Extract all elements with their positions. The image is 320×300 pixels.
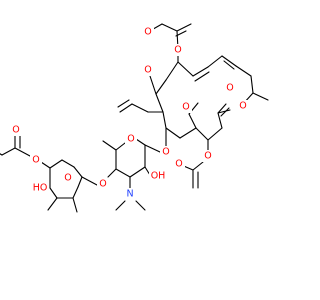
bond [217, 103, 227, 114]
sugar-1-hydroxy: OH [151, 171, 166, 182]
bond [220, 107, 230, 117]
bond [102, 140, 117, 151]
bond [49, 187, 58, 199]
glycosidic-oxygen-2: O [99, 179, 106, 190]
bond [195, 127, 209, 141]
bond [161, 23, 178, 32]
bond [252, 92, 269, 101]
bond [155, 79, 167, 95]
bond [81, 176, 98, 186]
bond [207, 55, 223, 68]
bond [107, 168, 117, 178]
label-backgrounds [10, 26, 249, 200]
bond [77, 176, 83, 188]
structure-svg: O O O O O O O O O O OH N O O HO O O [0, 23, 269, 213]
bond [72, 186, 79, 199]
lactone-carbonyl-oxygen: O [226, 83, 233, 94]
isovalerate-ester-oxygen: O [32, 155, 39, 166]
bond [207, 127, 223, 141]
bond [135, 138, 146, 146]
bond [135, 200, 146, 211]
bond [115, 168, 131, 178]
bond [144, 144, 161, 153]
dimethylamino-nitrogen: N [126, 189, 133, 200]
atom-label-layer: O O O O O O O O O O OH N O O HO O O [12, 27, 246, 200]
bond [47, 197, 58, 211]
bond [188, 113, 197, 129]
sugar-2-ring-oxygen: O [64, 173, 71, 184]
bond [129, 166, 146, 178]
bond [194, 71, 210, 82]
bond [131, 103, 149, 113]
acetate-ester-oxygen: O [204, 151, 211, 162]
bond [250, 75, 254, 94]
bond [115, 142, 126, 151]
bond [176, 23, 192, 32]
bond [165, 61, 179, 81]
acetate-carbonyl-oxygen: O [175, 159, 182, 170]
bond [72, 197, 78, 213]
bond [179, 127, 197, 139]
sugar-2-hydroxy: HO [33, 183, 48, 194]
bond [14, 147, 31, 157]
bond [1, 147, 16, 156]
aldehyde-oxygen: O [144, 65, 151, 76]
glycosidic-oxygen-1: O [162, 147, 169, 158]
bond [115, 200, 126, 211]
bond [165, 127, 181, 139]
bond [221, 55, 237, 67]
bond [192, 161, 204, 171]
isovalerate-carbonyl-oxygen: O [12, 125, 19, 136]
bond [217, 109, 231, 114]
bond [49, 159, 63, 169]
bond [177, 61, 194, 77]
bond [223, 60, 235, 70]
bond [235, 65, 252, 77]
propanoate-ester-oxygen: O [174, 45, 181, 56]
bond [0, 153, 3, 156]
methoxy-oxygen: O [182, 102, 189, 113]
propanoate-carbonyl-oxygen: O [144, 27, 151, 38]
sugar-1-ring-oxygen: O [127, 134, 134, 145]
bond [119, 103, 133, 113]
bond [162, 111, 167, 129]
molecule-diagram: O O O O O O O O O O OH N O O HO O O [0, 23, 269, 213]
bond [117, 99, 130, 108]
bond [217, 112, 223, 129]
bond [61, 159, 75, 168]
bond [155, 93, 164, 113]
bond [73, 166, 83, 178]
bond [192, 66, 209, 77]
lactone-ring-oxygen: O [239, 101, 246, 112]
